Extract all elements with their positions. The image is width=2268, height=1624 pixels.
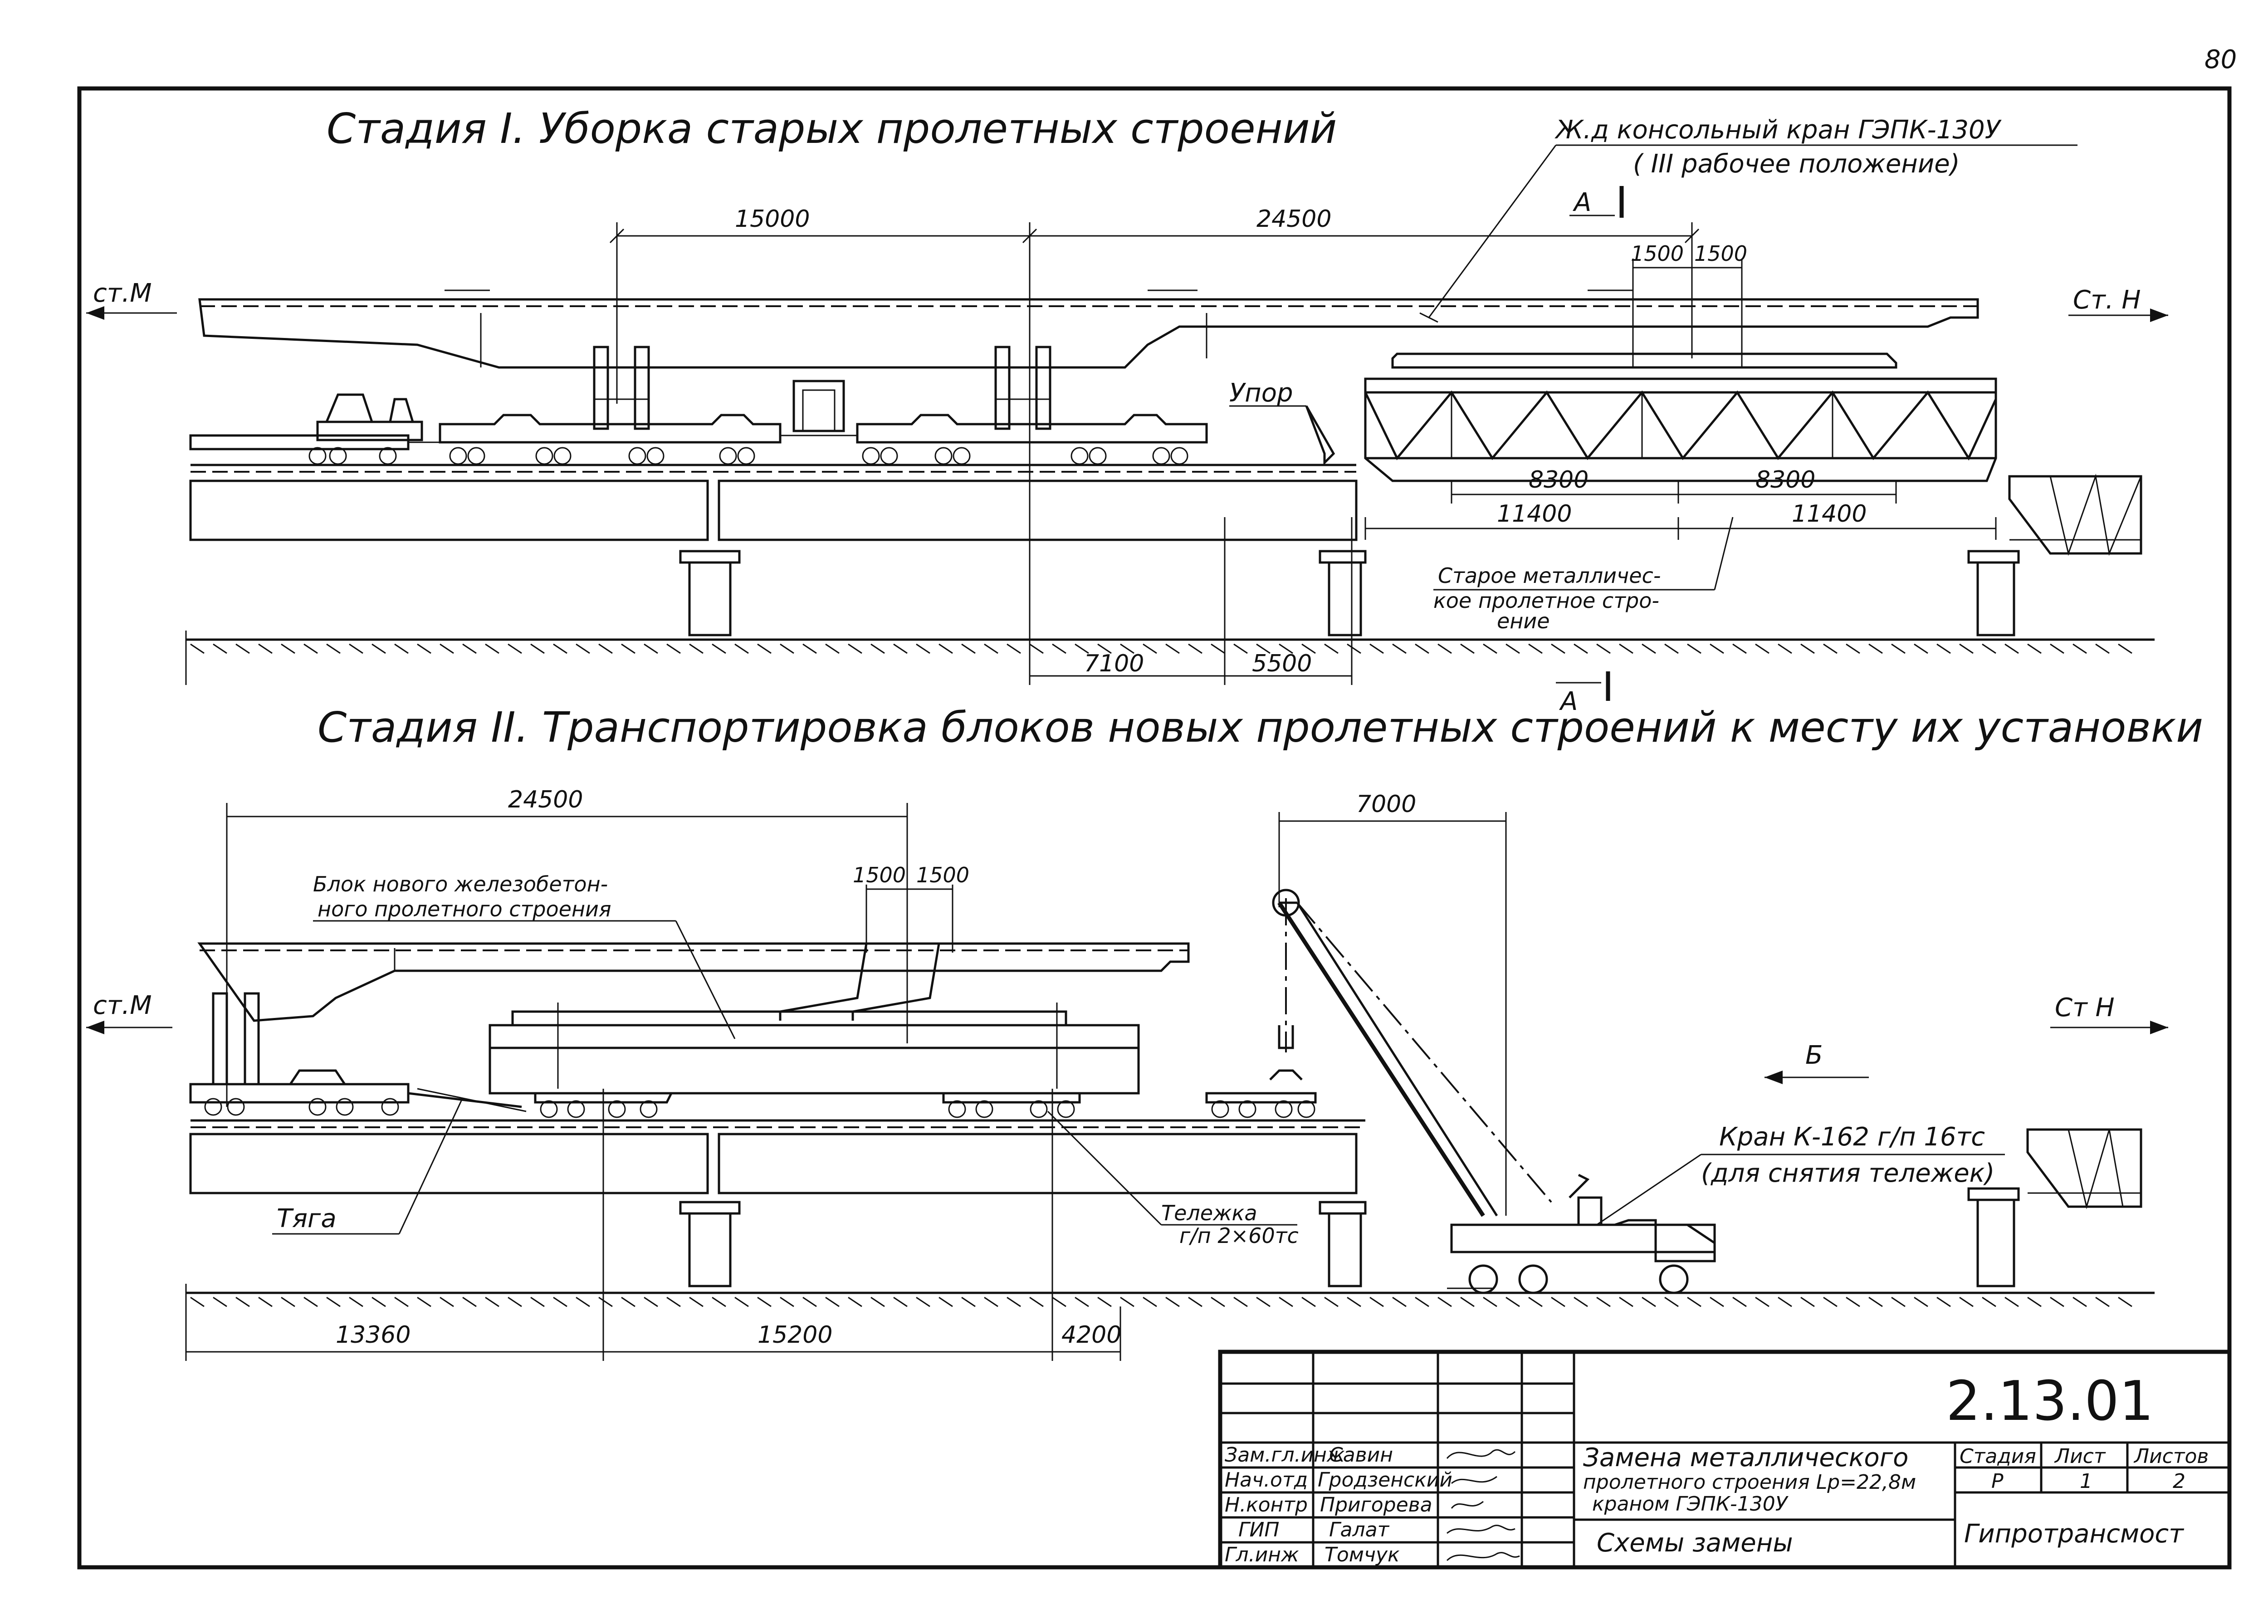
tb-organization: Гипротрансмост xyxy=(1964,1519,2184,1549)
tb-name-2: Пригорева xyxy=(1320,1493,1432,1516)
stage1-dim-8300b: 8300 xyxy=(1755,466,1815,494)
stage1-old-span-label-3: ение xyxy=(1497,609,1550,633)
stage1-dim-7100: 7100 xyxy=(1084,650,1144,677)
page-number: 80 xyxy=(2204,45,2237,74)
stage1-old-truss-span xyxy=(1364,352,1997,482)
tb-description-2: пролетного строения Lр=22,8м xyxy=(1583,1471,1916,1494)
tb-name-3: Галат xyxy=(1329,1518,1390,1541)
stage2-dim-13360: 13360 xyxy=(336,1321,411,1349)
stage1-title: Стадия I. Уборка старых пролетных строен… xyxy=(327,104,1337,153)
stage2-dim-4200: 4200 xyxy=(1061,1321,1121,1349)
title-block xyxy=(1218,1350,2232,1570)
stage1-dim-5500: 5500 xyxy=(1252,650,1312,677)
stage1-dim-11400a: 11400 xyxy=(1497,500,1572,528)
tb-name-1: Гродзенский xyxy=(1318,1468,1452,1492)
stage1-dim-1500a: 1500 xyxy=(1631,241,1684,266)
stage2-crane-boom xyxy=(197,942,1190,1022)
tb-sheet-value: 1 xyxy=(2080,1470,2092,1493)
stage2-concrete-block xyxy=(489,1003,1140,1095)
tb-stage-header: Стадия xyxy=(1960,1445,2036,1468)
section-mark-a-top: А xyxy=(1573,188,1591,217)
stage1-crane-boom xyxy=(198,298,1979,369)
stage2-crane-label-1: Кран К-162 г/п 16тс xyxy=(1719,1122,1985,1152)
tb-role-2: Н.контр xyxy=(1225,1493,1308,1516)
tb-sheets-header: Листов xyxy=(2133,1445,2209,1468)
stage2-bogie-label-2: г/п 2×60тс xyxy=(1179,1223,1299,1248)
stage2-block-label-1: Блок нового железобетон- xyxy=(313,872,608,896)
drawing-code: 2.13.01 xyxy=(1946,1370,2154,1433)
tb-sheet-header: Лист xyxy=(2054,1445,2106,1468)
tb-description-1: Замена металлического xyxy=(1583,1443,1908,1472)
stage2-neighbour-truss xyxy=(2026,1128,2142,1209)
stage2-dim-1500b: 1500 xyxy=(916,863,969,887)
stage2-dim-1500a: 1500 xyxy=(853,863,906,887)
tb-signatures xyxy=(1446,1449,1520,1561)
stage1-dim-24500: 24500 xyxy=(1256,205,1331,233)
stage2-pull-label: Тяга xyxy=(277,1204,337,1233)
stage2-dim-15200: 15200 xyxy=(758,1321,832,1349)
tb-stage-value: Р xyxy=(1991,1470,2004,1493)
drawing-frame xyxy=(77,86,2232,1570)
stage2-direction-mark: Б xyxy=(1805,1041,1823,1070)
stage1-dim-1500b: 1500 xyxy=(1694,241,1747,266)
stage1-rail-cars xyxy=(189,414,1208,465)
stage1-stop-label: Упор xyxy=(1229,378,1293,408)
stage1-portal-frames xyxy=(593,346,1051,432)
stage1-neighbour-truss xyxy=(2008,474,2142,556)
stage2-bogies xyxy=(534,1092,1317,1118)
tb-role-1: Нач.отд xyxy=(1225,1468,1308,1492)
stage2-block-label-2: ного пролетного строения xyxy=(318,897,611,921)
stage1-dim-11400b: 11400 xyxy=(1792,500,1867,528)
stage2-dim-24500: 24500 xyxy=(508,786,583,813)
stage1-crane-cab xyxy=(325,393,374,423)
tb-role-3: ГИП xyxy=(1238,1518,1280,1541)
stage1-deck xyxy=(189,479,1358,541)
section-mark-a-bottom: А xyxy=(1559,687,1578,716)
stage2-dim-7000: 7000 xyxy=(1356,791,1416,818)
stage1-piers xyxy=(679,550,2020,636)
stage2-tractor xyxy=(189,992,527,1116)
stage1-dir-left: ст.М xyxy=(93,279,152,308)
stage2-deck xyxy=(189,1133,1358,1194)
tb-role-0: Зам.гл.инж xyxy=(1225,1443,1345,1467)
stage1-crane-position: ( III рабочее положение) xyxy=(1633,149,1960,179)
stage1-crane-label: Ж.д консольный кран ГЭПК-130У xyxy=(1554,115,2002,145)
stage2-piers xyxy=(679,1187,2020,1287)
stage2-dir-right: Ст Н xyxy=(2055,993,2115,1022)
stage1-dim-15000: 15000 xyxy=(735,205,810,233)
tb-sheets-value: 2 xyxy=(2173,1470,2185,1493)
stage2-bogie-label-1: Тележка xyxy=(1161,1201,1257,1225)
tb-name-0: Савин xyxy=(1329,1443,1393,1467)
stage2-title: Стадия II. Транспортировка блоков новых … xyxy=(318,703,2203,752)
tb-description-3: краном ГЭПК-130У xyxy=(1592,1492,1789,1516)
stage2-dir-left: ст.М xyxy=(93,991,152,1020)
stage1-old-span-label-2: кое пролетное стро- xyxy=(1433,588,1659,613)
tb-name-4: Томчук xyxy=(1325,1543,1400,1566)
tb-sheet-name: Схемы замены xyxy=(1597,1528,1793,1558)
stage2-crane-label-2: (для снятия тележек) xyxy=(1701,1159,1994,1188)
stage1-crane-leader-arrow xyxy=(1428,145,1557,318)
stage1-dir-right: Ст. Н xyxy=(2073,285,2141,315)
stage2-mobile-crane xyxy=(1269,889,1716,1294)
stage1-dim-8300a: 8300 xyxy=(1529,466,1589,494)
tb-role-4: Гл.инж xyxy=(1225,1543,1299,1566)
stage1-old-span-label-1: Старое металличес- xyxy=(1438,563,1661,588)
